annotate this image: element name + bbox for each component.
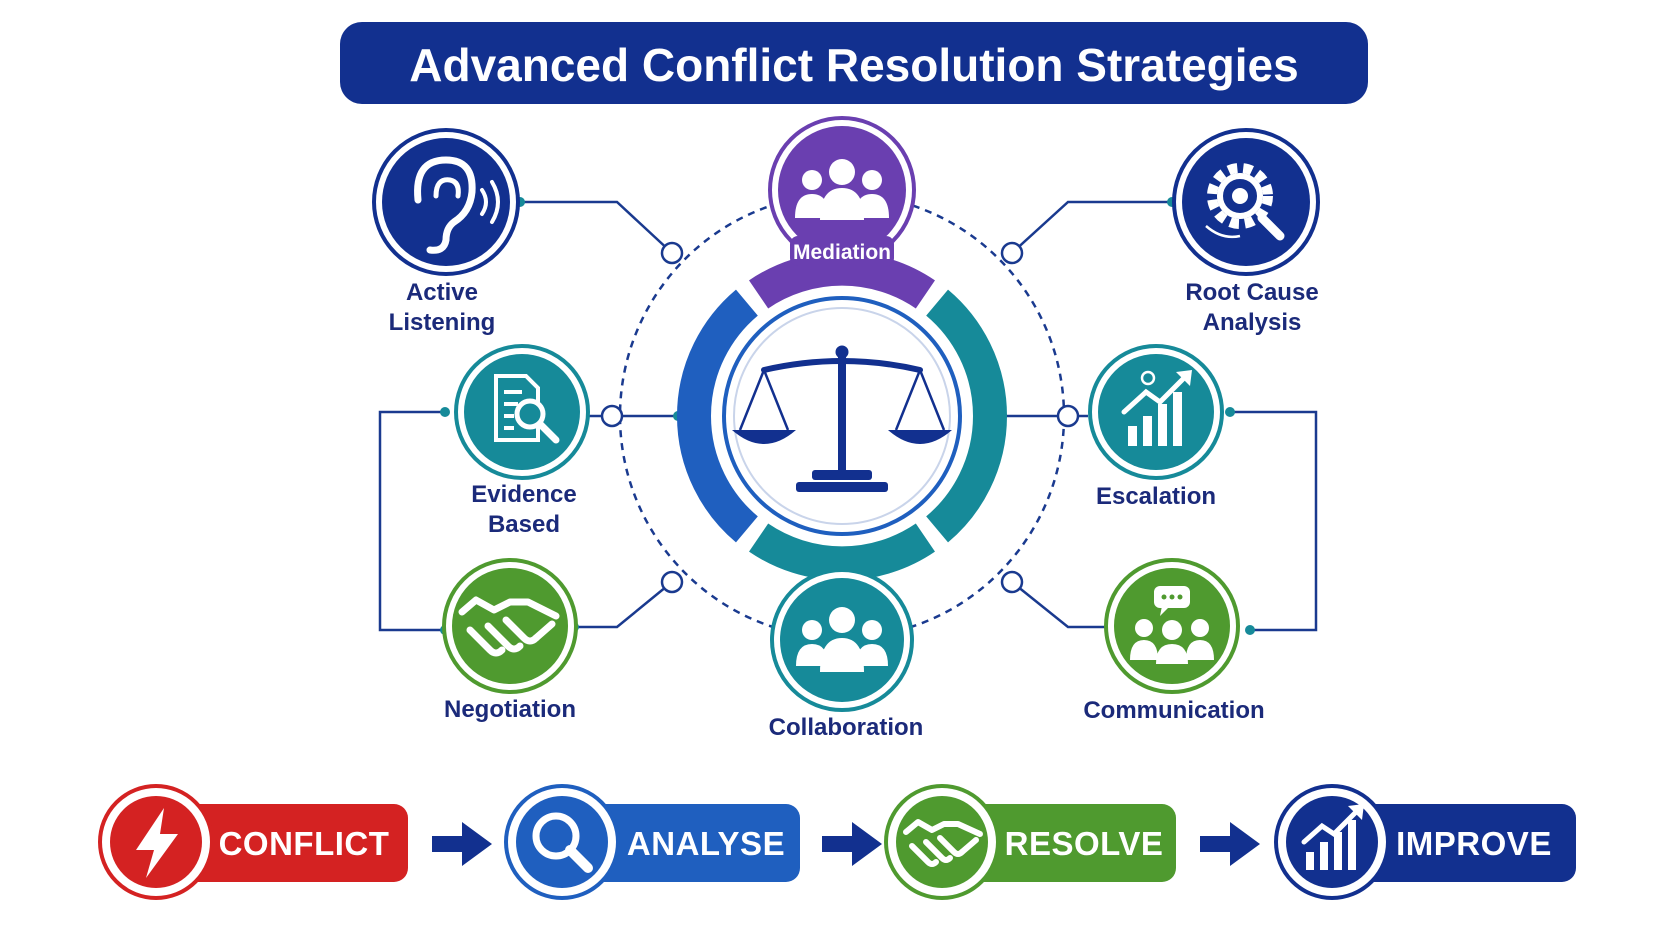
process-flow: CONFLICT ANALYSE xyxy=(98,784,1576,900)
label-communication: Communication xyxy=(1083,697,1264,724)
process-label-resolve: RESOLVE xyxy=(1005,825,1164,862)
process-label-improve: IMPROVE xyxy=(1396,825,1552,862)
strategy-collaboration[interactable]: Collaboration xyxy=(769,568,924,741)
process-arrow-2 xyxy=(822,822,882,866)
strategy-mediation[interactable]: Mediation xyxy=(768,116,916,266)
handshake-icon xyxy=(458,596,560,657)
process-step-analyse[interactable]: ANALYSE xyxy=(504,784,800,900)
strategy-communication[interactable]: Communication xyxy=(1083,558,1265,724)
process-arrow-1 xyxy=(432,822,492,866)
label-escalation: Escalation xyxy=(1096,483,1216,510)
process-arrow-3 xyxy=(1200,822,1260,866)
hub-ring xyxy=(677,251,1007,581)
strategy-escalation[interactable]: Escalation xyxy=(1088,344,1224,510)
strategy-active-listening[interactable]: Active Listening xyxy=(372,128,520,336)
label-root-cause-1: Root Cause xyxy=(1185,279,1318,306)
ear-icon xyxy=(414,156,500,254)
ring-segment-bottom xyxy=(749,523,935,581)
label-evidence-1: Evidence xyxy=(471,481,576,508)
handshake-icon xyxy=(903,819,983,867)
label-mediation: Mediation xyxy=(793,241,891,264)
process-step-improve[interactable]: IMPROVE xyxy=(1274,784,1576,900)
process-label-conflict: CONFLICT xyxy=(219,825,390,862)
connectors xyxy=(378,200,1318,632)
group-people-icon xyxy=(795,159,889,220)
page-title: Advanced Conflict Resolution Strategies xyxy=(409,39,1298,91)
process-step-resolve[interactable]: RESOLVE xyxy=(884,784,1176,900)
label-active-listening-2: Listening xyxy=(389,309,496,336)
gear-magnifier-icon xyxy=(1205,163,1285,241)
rising-chart-icon xyxy=(1121,370,1192,446)
ring-segment-top xyxy=(749,251,935,309)
lightning-icon xyxy=(136,808,178,878)
title-banner: Advanced Conflict Resolution Strategies xyxy=(340,22,1368,104)
label-root-cause-2: Analysis xyxy=(1203,309,1302,336)
strategy-negotiation[interactable]: Negotiation xyxy=(442,558,578,723)
connector-nodes xyxy=(600,241,1080,594)
label-collaboration: Collaboration xyxy=(769,714,924,741)
process-step-conflict[interactable]: CONFLICT xyxy=(98,784,408,900)
label-negotiation: Negotiation xyxy=(444,696,576,723)
strategy-evidence-based[interactable]: Evidence Based xyxy=(454,344,590,538)
label-active-listening-1: Active xyxy=(406,279,478,306)
process-label-analyse: ANALYSE xyxy=(627,825,785,862)
team-icon xyxy=(796,607,888,672)
ring-segment-right xyxy=(925,289,1007,543)
speech-group-icon xyxy=(1130,586,1214,664)
ring-segment-left xyxy=(677,289,759,543)
magnifier-icon xyxy=(532,812,593,873)
scales-of-justice-icon xyxy=(732,345,952,492)
growth-chart-icon xyxy=(1301,804,1364,870)
document-search-icon xyxy=(494,374,560,444)
label-evidence-2: Based xyxy=(488,511,560,538)
strategy-root-cause-analysis[interactable]: Root Cause Analysis xyxy=(1172,128,1320,336)
